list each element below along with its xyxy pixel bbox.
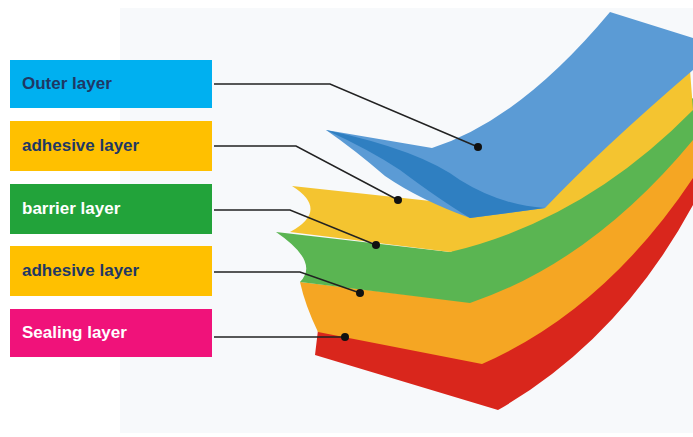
leader-lines <box>214 84 478 337</box>
layer-label-box: Outer layer <box>10 60 212 108</box>
outer-sheet <box>326 12 693 218</box>
outer-sheet-curl <box>326 130 545 218</box>
layer-name: adhesive layer <box>22 261 139 281</box>
leader-dot <box>356 289 364 297</box>
leader-dot <box>474 143 482 151</box>
leader-line <box>214 146 398 200</box>
leader-line <box>214 210 376 245</box>
layer-label-box: adhesive layer <box>10 121 212 171</box>
leader-dot <box>341 333 349 341</box>
leader-dots <box>341 143 482 341</box>
leader-dot <box>372 241 380 249</box>
layer-name: Outer layer <box>22 74 112 94</box>
leader-line <box>214 336 345 338</box>
leader-line <box>214 272 360 293</box>
layer-name: adhesive layer <box>22 136 139 156</box>
layer-name: Sealing layer <box>22 323 127 343</box>
leader-line <box>214 84 478 147</box>
layer-label-box: barrier layer <box>10 184 212 234</box>
layer-label-box: adhesive layer <box>10 246 212 296</box>
layer-name: barrier layer <box>22 199 120 219</box>
layer-label-box: Sealing layer <box>10 309 212 357</box>
leader-dot <box>394 196 402 204</box>
